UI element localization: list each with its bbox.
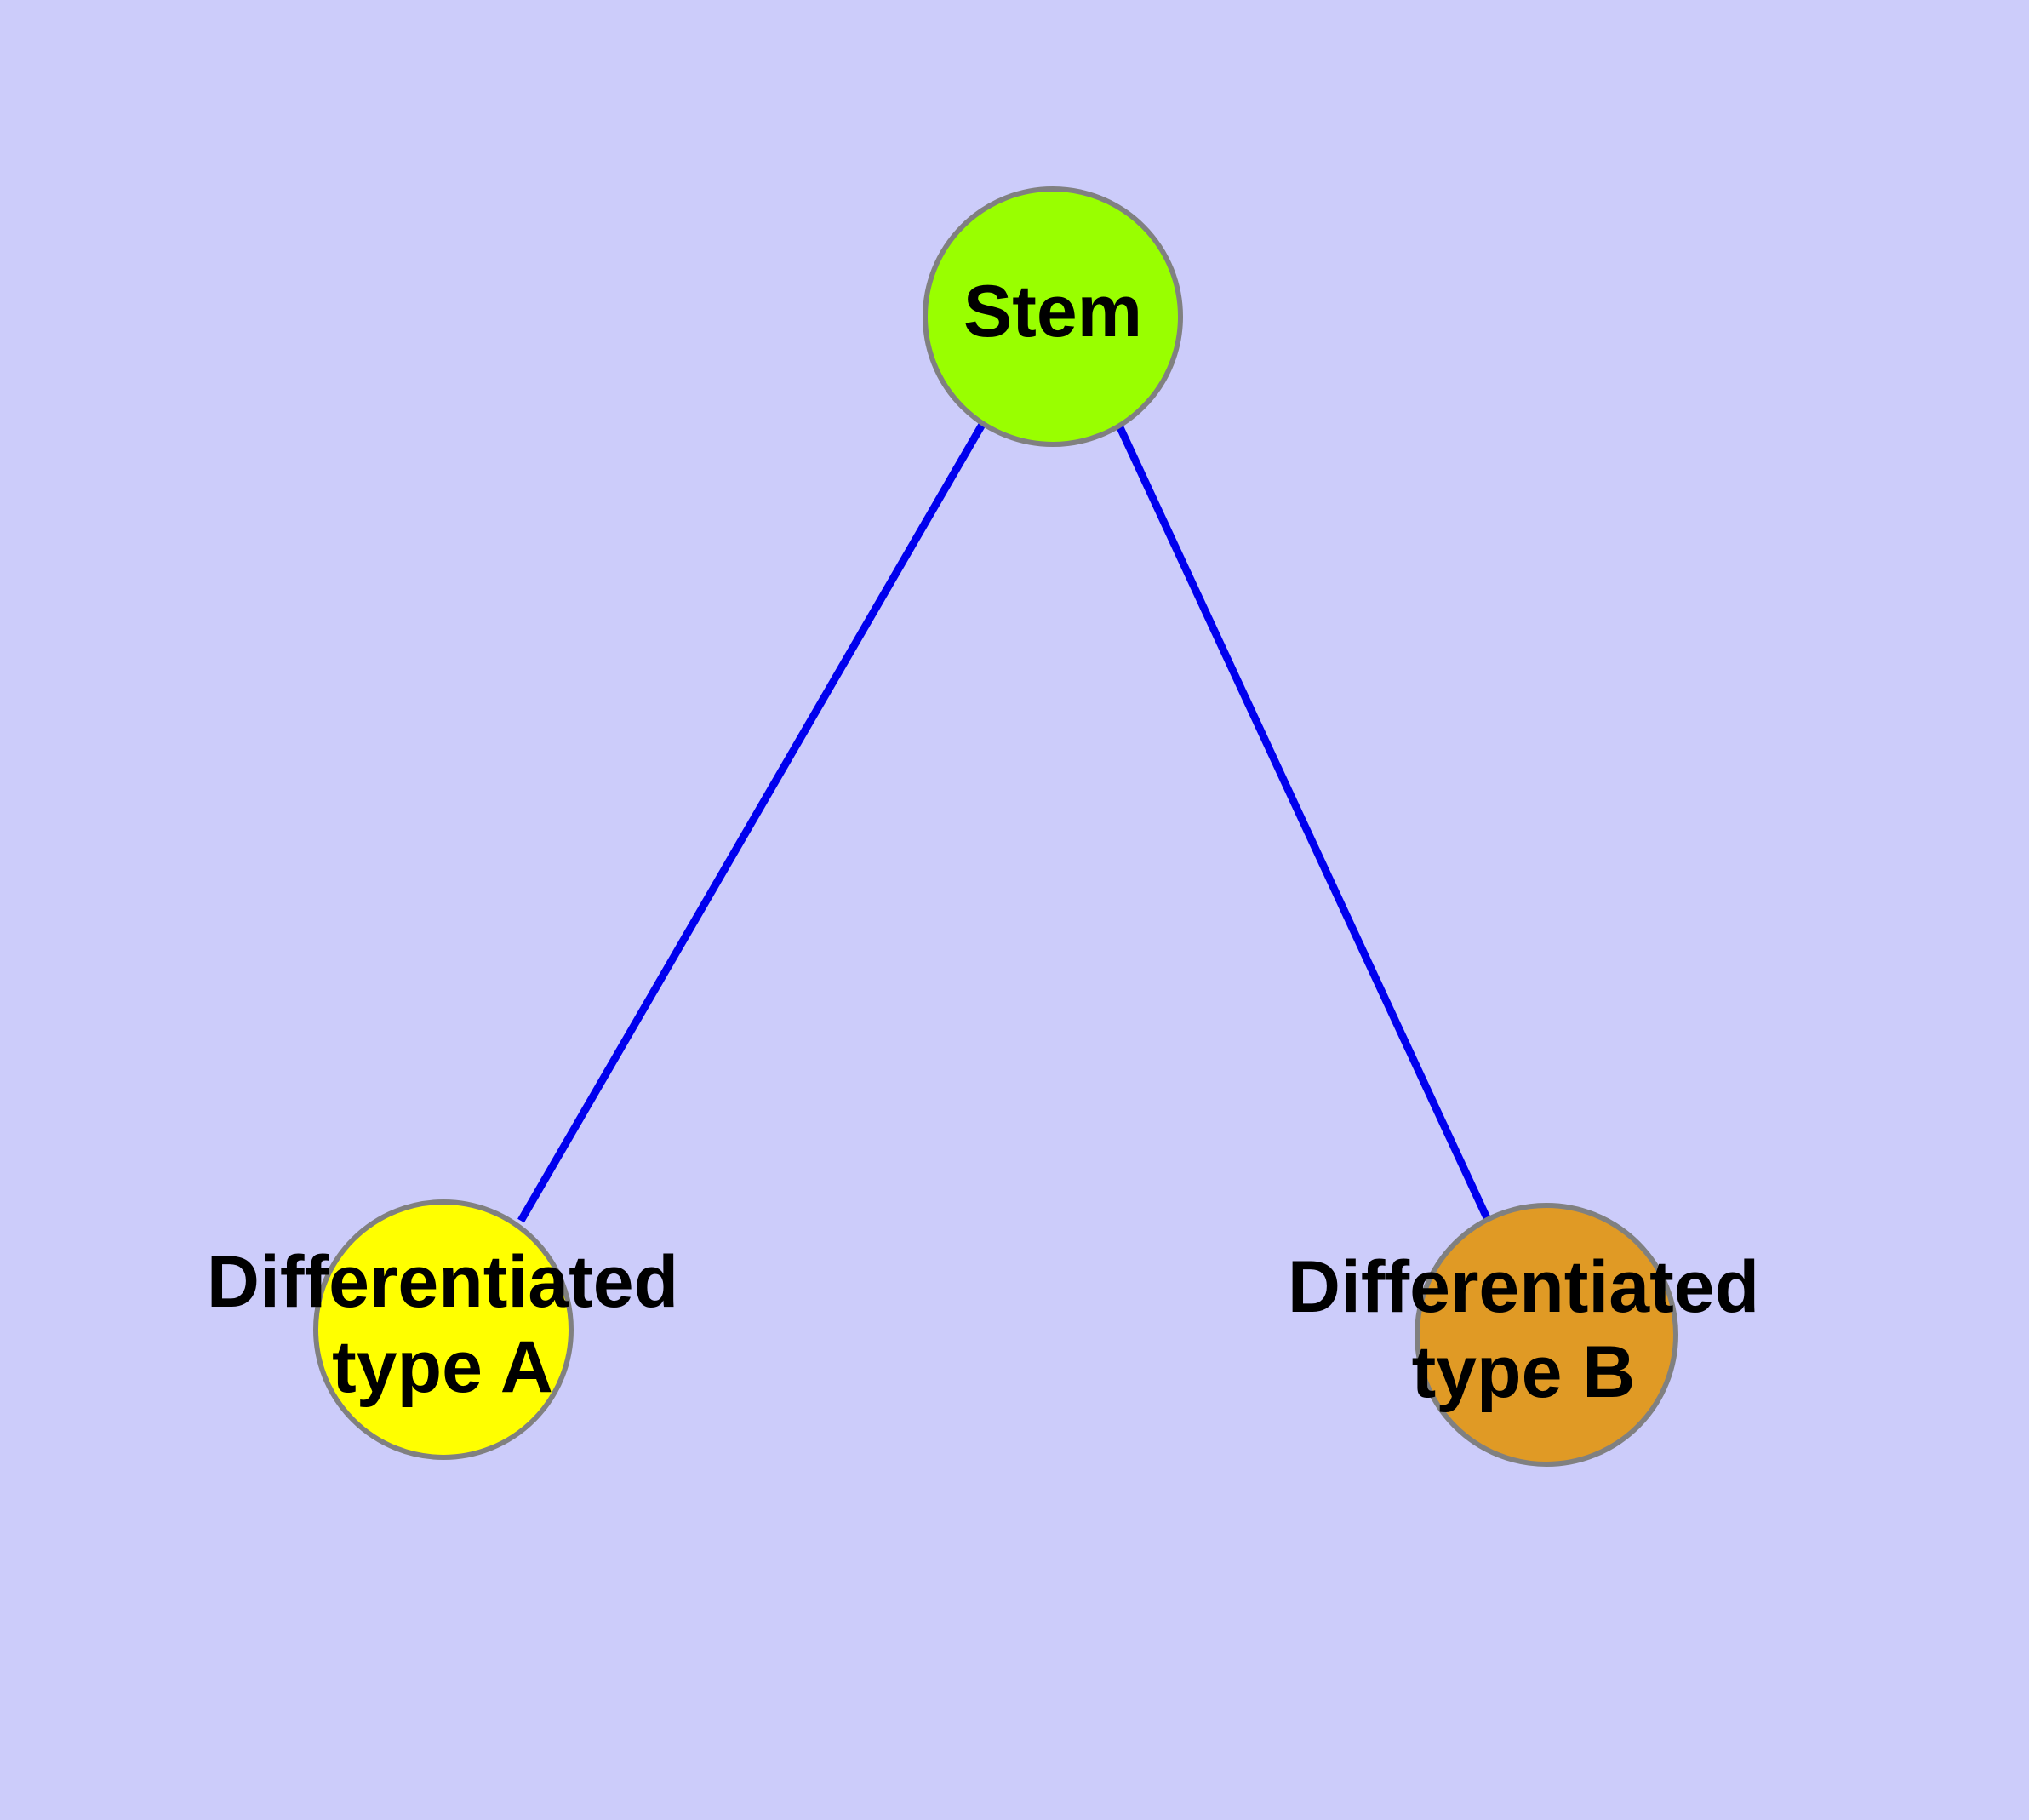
node-stem-circle[interactable] xyxy=(923,186,1183,447)
node-differentiated-type-a[interactable] xyxy=(313,1199,574,1460)
node-label-line: type B xyxy=(1412,1331,1636,1413)
node-label-line: Stem xyxy=(963,271,1142,352)
node-differentiated-type-b-circle[interactable] xyxy=(1415,1203,1678,1467)
node-differentiated-type-b[interactable] xyxy=(1415,1203,1678,1467)
edge-layer xyxy=(517,421,1493,1223)
node-label-line: Differentiated xyxy=(1288,1246,1759,1328)
node-differentiated-type-a-circle[interactable] xyxy=(313,1199,574,1460)
edge-stem-to-differentiated-type-a[interactable] xyxy=(517,421,986,1223)
node-layer xyxy=(313,186,1678,1467)
node-label-line: type A xyxy=(332,1326,553,1408)
node-stem-label: Stem xyxy=(963,271,1142,352)
node-label-line: Differentiated xyxy=(207,1241,678,1323)
edge-stem-to-differentiated-type-b[interactable] xyxy=(1115,424,1493,1223)
node-stem[interactable] xyxy=(923,186,1183,447)
